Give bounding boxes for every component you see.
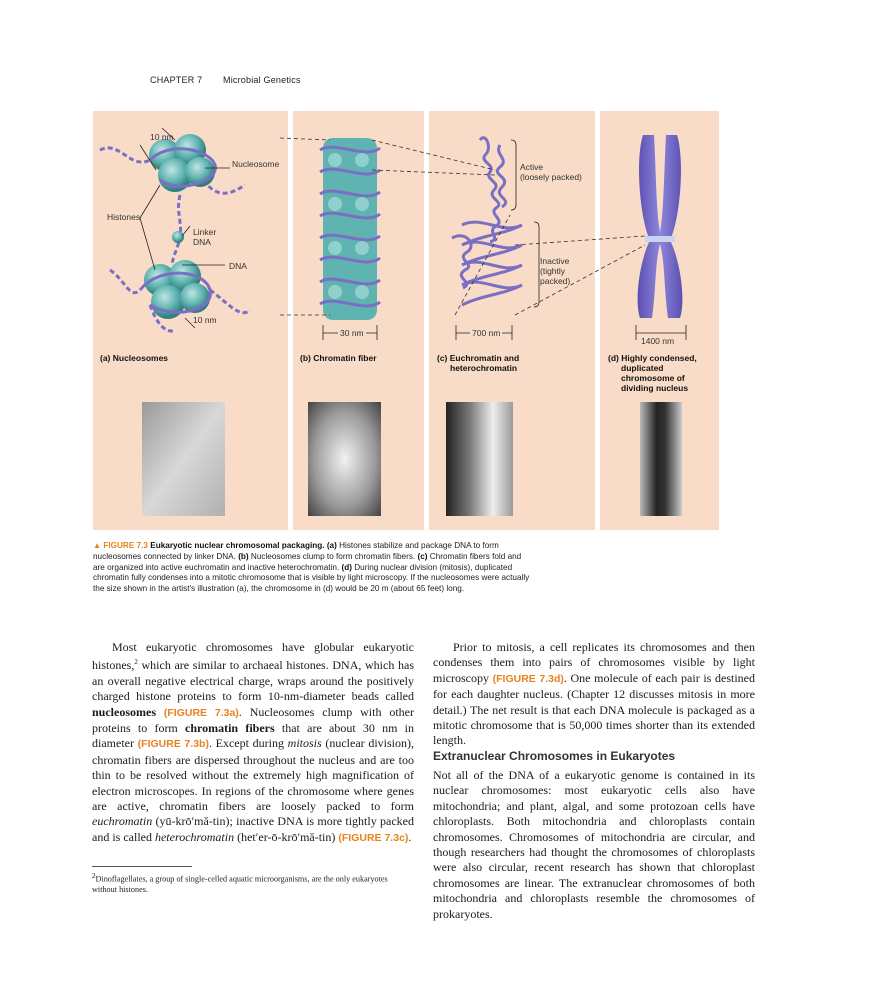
zoom-connectors bbox=[279, 137, 646, 316]
label-active: Active bbox=[520, 162, 544, 172]
text: Most eukaryotic chromosomes have globula… bbox=[92, 640, 414, 673]
caption-text-a: Histones stabilize and package DNA to fo… bbox=[93, 541, 499, 561]
micrograph-nucleosomes bbox=[142, 402, 225, 516]
euchromatin-illustration bbox=[451, 136, 523, 307]
label-tightly: (tightly bbox=[540, 266, 566, 276]
caption-b-marker: (b) bbox=[238, 551, 249, 561]
paragraph: Most eukaryotic chromosomes have globula… bbox=[92, 640, 414, 846]
text: (nuclear division), chromatin fibers are… bbox=[92, 736, 415, 814]
chromosome-illustration bbox=[635, 135, 687, 340]
footnote-number: 2 bbox=[92, 872, 96, 880]
paragraph: Not all of the DNA of a eukaryotic genom… bbox=[433, 768, 755, 921]
nucleosome-illustration bbox=[99, 127, 252, 333]
label-1400nm: 1400 nm bbox=[641, 336, 675, 346]
term-nucleosomes: nucleosomes bbox=[92, 704, 156, 719]
label-10nm-bottom: 10 nm bbox=[193, 315, 217, 325]
micrograph-chromosome bbox=[640, 402, 682, 516]
panel-d-title-line1: (d) Highly condensed, bbox=[608, 353, 697, 363]
panel-b-title: (b) Chromatin fiber bbox=[300, 353, 377, 363]
running-header: CHAPTER 7 Microbial Genetics bbox=[150, 75, 301, 85]
text: . Except during bbox=[208, 736, 288, 751]
text: . One molecule of each pair is destined … bbox=[433, 670, 755, 748]
label-dna: DNA bbox=[229, 261, 247, 271]
panel-d-title-line2: duplicated bbox=[621, 363, 664, 373]
chapter-title: Microbial Genetics bbox=[223, 75, 301, 85]
caption-a-marker: (a) bbox=[326, 541, 337, 550]
chromatin-fiber-illustration bbox=[319, 138, 381, 340]
figure-ref-7-3d[interactable]: (FIGURE 7.3d) bbox=[492, 672, 564, 685]
body-column-right-section: Not all of the DNA of a eukaryotic genom… bbox=[433, 768, 755, 922]
term-euchromatin: euchromatin bbox=[92, 814, 153, 829]
text: that are about 30 nm in diameter bbox=[92, 721, 414, 751]
panel-d-title-line4: dividing nucleus bbox=[621, 383, 689, 393]
text: . bbox=[408, 829, 412, 844]
body-column-right: Prior to mitosis, a cell replicates its … bbox=[433, 640, 755, 749]
figure-ref-7-3c[interactable]: (FIGURE 7.3c) bbox=[338, 831, 409, 844]
panel-d-title-line3: chromosome of bbox=[621, 373, 685, 383]
text: (yū-krō′mă-tin); inactive DNA is more ti… bbox=[92, 814, 414, 844]
text: Prior to mitosis, a cell replicates its … bbox=[433, 640, 755, 685]
caption-text-b: Nucleosomes clump to form chromatin fibe… bbox=[248, 551, 418, 561]
label-loosely-packed: (loosely packed) bbox=[520, 172, 582, 182]
panel-c-title: (c) Euchromatin and heterochromatin bbox=[437, 353, 519, 373]
term-heterochromatin: heterochromatin bbox=[154, 829, 235, 844]
body-column-left: Most eukaryotic chromosomes have globula… bbox=[92, 640, 414, 846]
panel-c-title-line2: heterochromatin bbox=[450, 363, 518, 373]
panel-a-title: (a) Nucleosomes bbox=[100, 353, 169, 363]
text: . Nucleosomes clump with other proteins … bbox=[92, 704, 414, 736]
figure-number: ▲ FIGURE 7.3 bbox=[93, 541, 148, 550]
caption-d-marker: (d) bbox=[341, 562, 352, 572]
section-heading: Extranuclear Chromosomes in Eukaryotes bbox=[433, 749, 676, 763]
term-mitosis: mitosis bbox=[287, 736, 322, 751]
footnote-rule bbox=[92, 866, 192, 867]
caption-c-marker: (c) bbox=[417, 551, 428, 561]
label-inactive: Inactive bbox=[540, 256, 570, 266]
label-700nm: 700 nm bbox=[470, 328, 503, 338]
footnote-text: Dinoflagellates, a group of single-celle… bbox=[92, 874, 388, 894]
panel-d-title: (d) Highly condensed, duplicated chromos… bbox=[608, 353, 697, 393]
chapter-number: CHAPTER 7 bbox=[150, 75, 203, 85]
caption-text-d: During nuclear division (mitosis), dupli… bbox=[93, 562, 530, 594]
footnote-ref[interactable]: 2 bbox=[134, 658, 138, 667]
footnote: 2Dinoflagellates, a group of single-cell… bbox=[92, 871, 414, 895]
label-linker-dna: DNA bbox=[193, 237, 211, 247]
caption-text-c: Chromatin fibers fold and are organized … bbox=[93, 551, 522, 572]
figure-ref-7-3a[interactable]: (FIGURE 7.3a) bbox=[163, 706, 239, 719]
label-nucleosome: Nucleosome bbox=[232, 159, 280, 169]
paragraph: Prior to mitosis, a cell replicates its … bbox=[433, 640, 755, 749]
term-chromatin-fibers: chromatin fibers bbox=[185, 721, 275, 736]
text: which are similar to archaeal histones. … bbox=[92, 658, 414, 704]
figure-caption: ▲ FIGURE 7.3 Eukaryotic nuclear chromoso… bbox=[93, 541, 533, 595]
figure-title: Eukaryotic nuclear chromosomal packaging… bbox=[150, 541, 325, 550]
panel-c-title-line1: (c) Euchromatin and bbox=[437, 353, 520, 363]
label-packed: packed) bbox=[540, 276, 571, 286]
figure-ref-7-3b[interactable]: (FIGURE 7.3b) bbox=[137, 738, 209, 751]
label-30nm: 30 nm bbox=[338, 328, 366, 338]
text: (het′er-ō-krō′mă-tin) bbox=[234, 829, 339, 844]
micrograph-chromatin-fiber bbox=[308, 402, 381, 516]
micrograph-euchromatin bbox=[446, 402, 513, 516]
label-histones: Histones bbox=[107, 212, 141, 222]
label-10nm-top: 10 nm bbox=[150, 132, 174, 142]
label-linker: Linker bbox=[193, 227, 217, 237]
